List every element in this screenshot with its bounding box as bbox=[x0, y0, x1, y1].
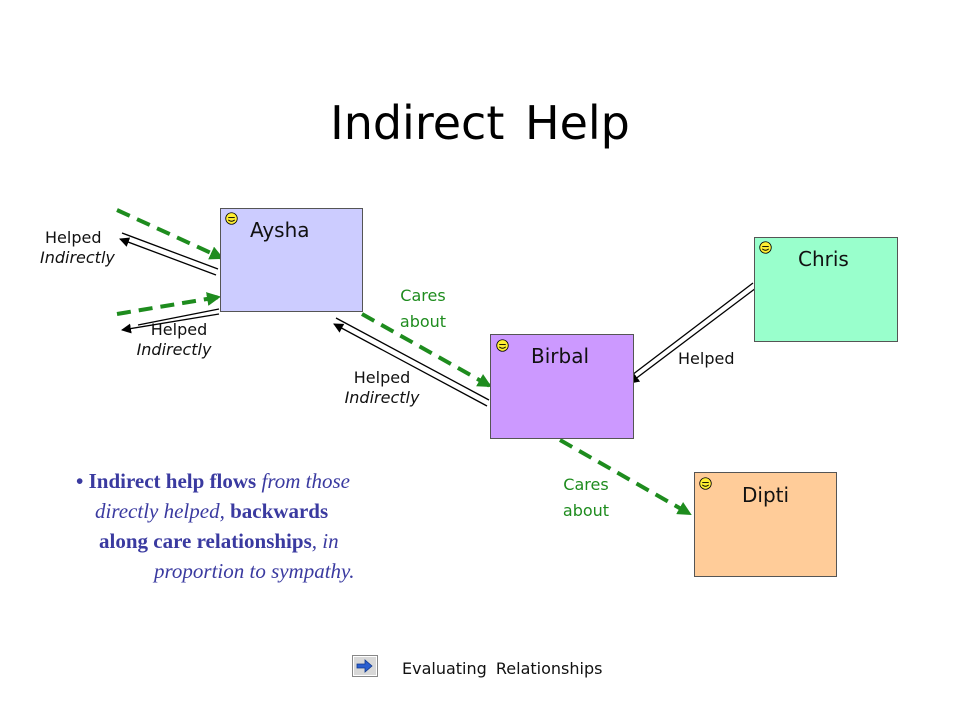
bullet-mark: • bbox=[76, 469, 84, 493]
node-name-birbal: Birbal bbox=[531, 344, 590, 368]
helped-arrow-chris-birbal bbox=[627, 282, 757, 384]
smiley-icon bbox=[225, 212, 238, 225]
helped-indirectly-arrow-mid bbox=[121, 308, 220, 334]
label-line1: Cares bbox=[563, 475, 609, 494]
bullet-line-3: along care relationships, in bbox=[76, 526, 456, 556]
label-helped-indirectly-top: Helped Indirectly bbox=[40, 228, 140, 268]
bullet-emphasis: Indirect help flows bbox=[88, 469, 257, 493]
label-line2: Indirectly bbox=[136, 340, 212, 359]
node-aysha bbox=[220, 208, 363, 312]
label-line2: Indirectly bbox=[344, 388, 420, 407]
bullet-line-1: • Indirect help flows from those bbox=[76, 466, 456, 496]
label-helped-indirectly-mid: Helped Indirectly bbox=[124, 320, 224, 360]
cares-about-arrow-birbal-dipti bbox=[559, 438, 692, 516]
page-title: Indirect Help bbox=[330, 96, 630, 150]
helped-indirectly-arrow-birbal-aysha bbox=[333, 317, 490, 407]
smiley-icon bbox=[699, 477, 712, 490]
bullet-phrase: in bbox=[322, 529, 339, 553]
label-helped-indirectly-birbal: Helped Indirectly bbox=[332, 368, 432, 408]
bullet-line-4: proportion to sympathy. bbox=[76, 556, 456, 586]
node-name-dipti: Dipti bbox=[742, 483, 790, 507]
label-helped: Helped bbox=[678, 349, 735, 368]
bullet-emphasis: along care relationships bbox=[99, 529, 312, 553]
bullet-comma: , bbox=[311, 529, 317, 553]
label-line2: about bbox=[399, 312, 447, 331]
cares-about-arrow-top-left bbox=[116, 208, 224, 260]
bullet-phrase: from those bbox=[261, 469, 350, 493]
node-name-chris: Chris bbox=[798, 247, 849, 271]
bullet-emphasis: backwards bbox=[230, 499, 329, 523]
label-line1: Helped bbox=[45, 228, 102, 247]
label-line1: Helped bbox=[150, 320, 208, 339]
cares-about-arrow-aysha-birbal bbox=[361, 312, 492, 388]
node-dipti bbox=[694, 472, 837, 577]
label-line1: Cares bbox=[400, 286, 446, 305]
bullet-phrase: directly helped, bbox=[95, 499, 225, 523]
arrow-right-icon[interactable] bbox=[352, 655, 378, 677]
label-line1: Helped bbox=[353, 368, 411, 387]
cares-about-arrow-mid-left bbox=[116, 292, 221, 316]
smiley-icon bbox=[759, 241, 772, 254]
bullet-phrase: proportion to sympathy. bbox=[154, 559, 355, 583]
bullet-text: • Indirect help flows from those directl… bbox=[76, 466, 456, 586]
label-line2: Indirectly bbox=[40, 248, 115, 267]
helped-indirectly-arrow-top bbox=[119, 232, 219, 276]
label-cares-about-1: Cares about bbox=[383, 283, 463, 335]
smiley-icon bbox=[496, 339, 509, 352]
node-birbal bbox=[490, 334, 634, 439]
node-name-aysha: Aysha bbox=[250, 218, 310, 242]
footer-title: Evaluating Relationships bbox=[402, 659, 603, 678]
node-chris bbox=[754, 237, 898, 342]
bullet-line-2: directly helped, backwards bbox=[76, 496, 456, 526]
label-line2: about bbox=[562, 501, 610, 520]
label-cares-about-2: Cares about bbox=[546, 472, 626, 524]
